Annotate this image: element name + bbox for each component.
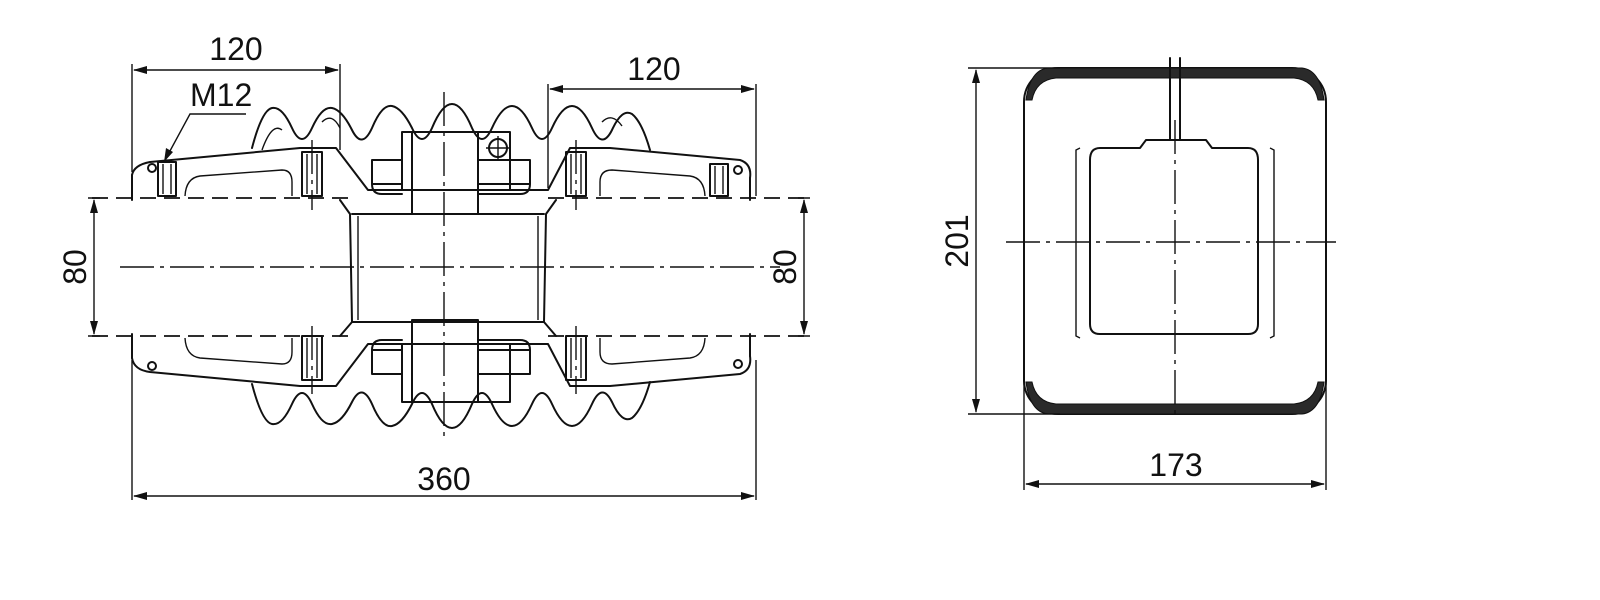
dim-201-label: 201 — [939, 214, 975, 267]
insert-left-inner-top-lines — [306, 154, 318, 194]
m12-leader-line — [163, 113, 246, 163]
thread-hole-left-top — [147, 163, 157, 173]
bellows-bottom — [251, 381, 651, 429]
left-pocket-bottom — [184, 337, 293, 365]
bellows-top — [251, 103, 651, 151]
insert-left-outer-top — [157, 161, 177, 197]
thread-hole-right-bottom — [733, 359, 743, 369]
bottom-clamp-flange — [371, 339, 531, 375]
insert-left-outer-top-lines — [162, 164, 172, 194]
top-clamp-flange — [371, 159, 531, 195]
left-pocket-top — [184, 169, 293, 197]
end-bracket-left — [1075, 147, 1081, 339]
center-inner-rect — [351, 213, 545, 323]
ext-line-left-80 — [88, 197, 100, 337]
insert-right-inner-top-lines — [570, 154, 582, 194]
side-view: 120 120 M12 80 80 360 — [57, 31, 810, 500]
bellows-top-inner — [261, 117, 623, 151]
insert-left-inner-bottom-lines — [306, 338, 318, 378]
dim-right-80-label: 80 — [767, 249, 803, 285]
insert-right-outer-top-lines — [714, 166, 724, 194]
center-inner-stroke — [357, 216, 539, 320]
end-rim-top — [1025, 67, 1325, 101]
dim-360-label: 360 — [417, 461, 470, 497]
right-pocket-bottom — [599, 337, 706, 365]
body-outline-bottom — [131, 343, 752, 387]
m12-leader-arrow — [164, 148, 173, 162]
end-bracket-right — [1269, 147, 1275, 339]
end-view: 201 173 — [939, 57, 1336, 490]
ext-line-right-80 — [798, 197, 810, 337]
dim-right-120-label: 120 — [627, 51, 680, 87]
center-housing — [339, 199, 557, 337]
dim-173-label: 173 — [1149, 447, 1202, 483]
end-terminal-stem — [1169, 57, 1181, 141]
top-clamp-inner — [411, 131, 479, 215]
dim-left-80-label: 80 — [57, 249, 93, 285]
end-rim-bottom — [1025, 381, 1325, 415]
right-pocket-top — [599, 169, 706, 197]
body-outline-top — [131, 147, 752, 191]
insert-right-inner-bottom-lines — [570, 338, 582, 378]
end-inner-pocket — [1089, 139, 1259, 335]
insert-right-outer-top — [709, 163, 729, 197]
thread-hole-left-bottom — [147, 361, 157, 371]
thread-label: M12 — [190, 77, 252, 113]
bolt-cross — [486, 136, 510, 160]
dim-left-120-label: 120 — [209, 31, 262, 67]
thread-hole-right-top — [733, 165, 743, 175]
bottom-clamp-inner — [411, 319, 479, 403]
